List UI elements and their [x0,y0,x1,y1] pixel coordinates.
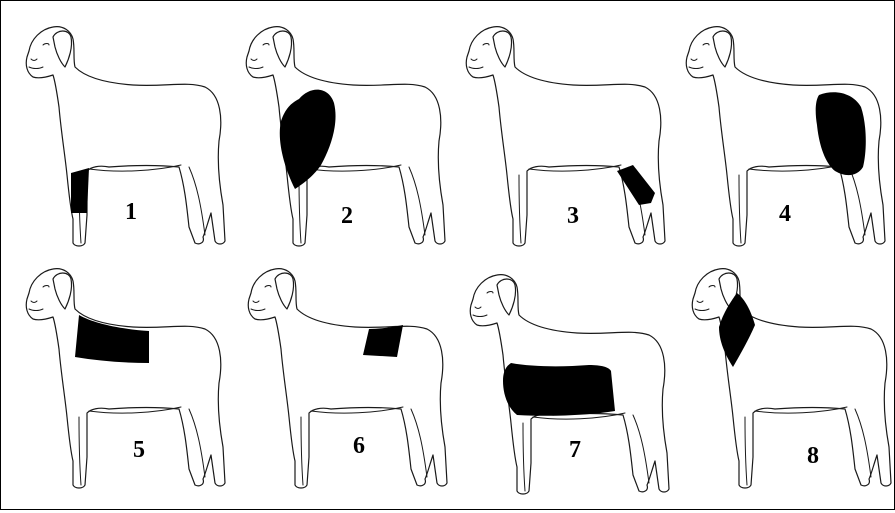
rack-cut [9,257,231,507]
panel-label: 6 [353,433,365,460]
panel-3: 3 [449,15,671,265]
panel-label: 5 [133,437,145,464]
breast-flank-cut [453,263,675,513]
panel-label: 8 [807,443,819,470]
shoulder-cut [229,15,451,265]
panel-2: 2 [229,15,451,265]
panel-7: 7 [453,263,675,513]
neck-cut [675,257,895,507]
panel-label: 7 [569,437,581,464]
panel-label: 1 [125,199,137,226]
panel-label: 2 [341,203,353,230]
loin-cut [231,257,453,507]
panel-1: 1 [9,15,231,265]
panel-4: 4 [669,15,891,265]
hindleg-shank-cut [449,15,671,265]
foreleg-shank-cut [9,15,231,265]
panel-5: 5 [9,257,231,507]
panel-label: 3 [567,203,579,230]
panel-8: 8 [675,257,895,507]
panel-label: 4 [779,201,791,228]
panel-6: 6 [231,257,453,507]
